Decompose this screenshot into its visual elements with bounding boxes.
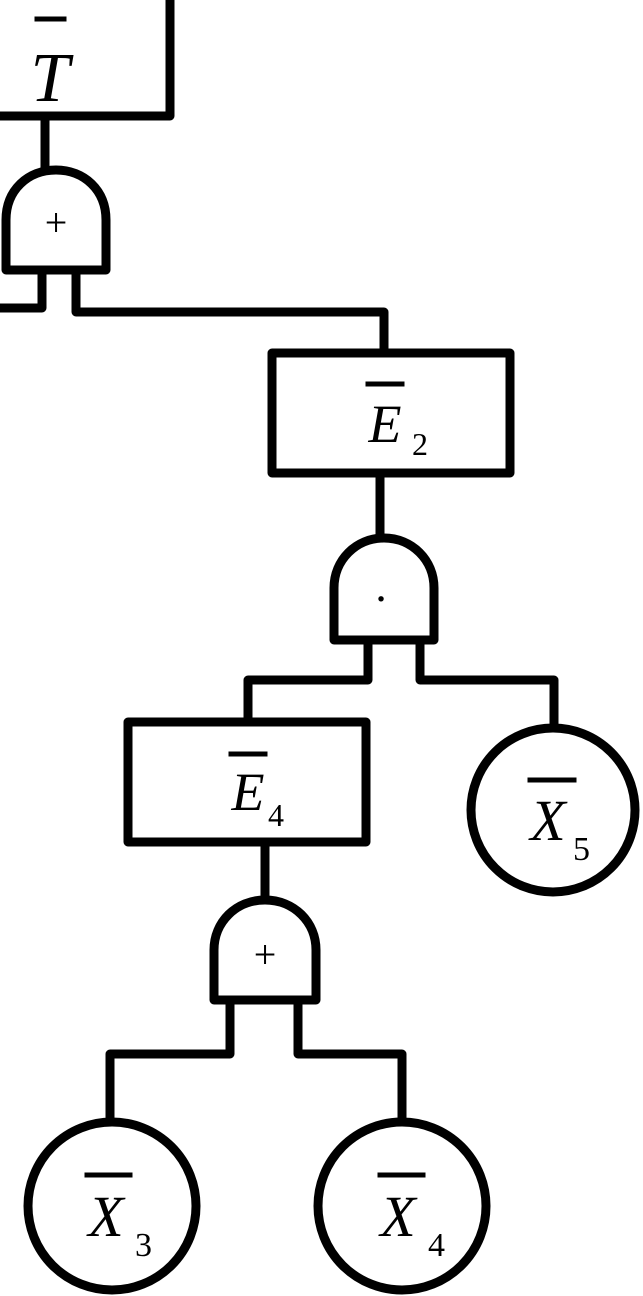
e2-subscript: 2 [412,426,428,462]
or-gate-top-shape [1,165,111,275]
e2-label: E [368,394,402,454]
connectors [0,113,559,1127]
x5-subscript: 5 [573,831,590,868]
wire-or-left-output [0,265,47,313]
or-gate-e4-shape [209,895,321,1005]
e2-frame [267,348,515,478]
and-gate-shape [329,533,439,645]
and-gate-e2: · [329,533,439,645]
x3-circle [23,1117,201,1295]
x3-basic-event: X 3 [23,1117,201,1295]
or-gate-e4-symbol: + [254,932,277,977]
wire-or-to-x4 [293,995,407,1127]
x5-basic-event: X 5 [466,723,640,897]
top-event-frame [0,0,175,121]
e4-event-box: E 4 [123,717,371,847]
e4-subscript: 4 [268,797,284,833]
x5-label: X [528,788,568,853]
wire-and-to-e4 [243,635,373,727]
e2-event-box: E 2 [267,348,515,478]
e4-label: E [231,762,265,822]
top-event-label: T [31,40,75,117]
wire-or-to-e2 [71,265,389,358]
or-gate-top: + [1,165,111,275]
x4-subscript: 4 [428,1227,445,1264]
or-gate-e4: + [209,895,321,1005]
wire-or-to-x3 [105,995,235,1127]
x3-label: X [86,1184,126,1249]
and-gate-symbol: · [373,573,388,624]
or-gate-top-symbol: + [45,200,68,245]
x5-circle [466,723,640,897]
top-event-box: T [0,0,175,121]
x4-circle [313,1117,491,1295]
x4-basic-event: X 4 [313,1117,491,1295]
e4-frame [123,717,371,847]
x4-label: X [378,1184,418,1249]
x3-subscript: 3 [135,1227,152,1264]
wire-and-to-x5 [415,635,559,733]
